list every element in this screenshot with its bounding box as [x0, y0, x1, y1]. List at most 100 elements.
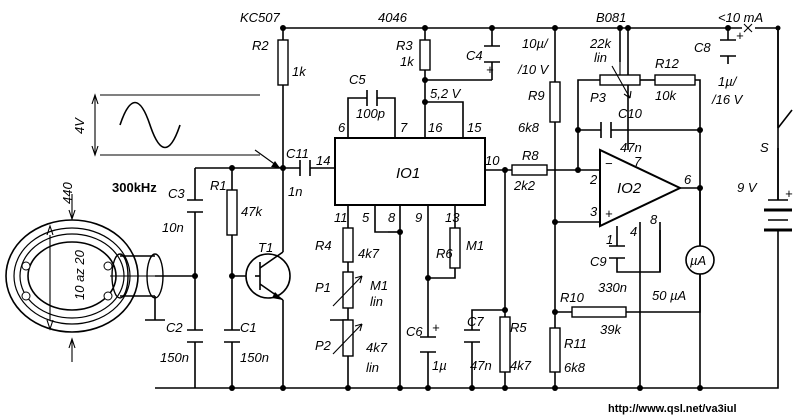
labels: KC507 4046 B081 <10 mA 300kHz 4V 440 10 … — [60, 10, 793, 415]
label-b081: B081 — [596, 10, 626, 25]
c8-value-1: 1µ/ — [718, 74, 738, 89]
r4-ref: R4 — [315, 238, 332, 253]
label-c4-plus: + — [486, 62, 494, 77]
battery-9v — [764, 199, 792, 232]
r2-ref: R2 — [252, 38, 269, 53]
p1-ref: P1 — [315, 280, 331, 295]
r5-ref: R5 — [510, 320, 527, 335]
microammeter — [685, 245, 715, 275]
r3-value: 1k — [400, 54, 415, 69]
r6-ref: R6 — [436, 246, 453, 261]
r11-value: 6k8 — [564, 360, 586, 375]
r1-value: 47k — [241, 204, 263, 219]
r9-value: 6k8 — [518, 120, 540, 135]
label-url: http://www.qsl.net/va3iul — [608, 403, 737, 415]
r8-value: 2k2 — [513, 178, 536, 193]
transistor-t1 — [245, 251, 291, 301]
label-c8-plus: + — [736, 28, 744, 43]
ic2-pin3: 3 — [590, 204, 598, 219]
c3-ref: C3 — [168, 186, 185, 201]
ic1-pin6: 6 — [338, 120, 346, 135]
c1-ref: C1 — [240, 320, 257, 335]
ic1-pin5: 5 — [362, 210, 370, 225]
label-5v2: 5,2 V — [430, 86, 462, 101]
ic1-pin8: 8 — [388, 210, 396, 225]
c4-value-2: /10 V — [517, 62, 550, 77]
p1-value: M1 — [370, 278, 388, 293]
p1-taper: lin — [370, 294, 383, 309]
label-switch: S — [760, 140, 769, 155]
p2-value: 4k7 — [366, 340, 388, 355]
r10-ref: R10 — [560, 290, 585, 305]
c8-ref: C8 — [694, 40, 711, 55]
wiring — [120, 27, 779, 389]
ic1-pin10: 10 — [485, 153, 500, 168]
resistor-r6 — [449, 227, 461, 269]
c11-value: 1n — [288, 184, 302, 199]
capacitors — [187, 39, 736, 353]
r12-ref: R12 — [655, 56, 680, 71]
junctions — [192, 25, 731, 391]
c5-ref: C5 — [349, 72, 366, 87]
c2-ref: C2 — [166, 320, 183, 335]
label-battery-plus: + — [785, 186, 793, 201]
label-battery: 9 V — [737, 180, 758, 195]
p2-taper: lin — [366, 360, 379, 375]
ic1-pin7: 7 — [400, 120, 408, 135]
ic2-pin8: 8 — [650, 212, 658, 227]
ic2-pin4: 4 — [630, 224, 637, 239]
ic2-pin2: 2 — [589, 172, 598, 187]
pot-arrows — [332, 62, 632, 355]
resistor-r8 — [511, 164, 548, 176]
r12-value: 10k — [655, 88, 677, 103]
label-frequency: 300kHz — [112, 180, 157, 195]
ic1-name: IO1 — [396, 165, 420, 182]
r1-ref: R1 — [210, 178, 227, 193]
t1-ref: T1 — [258, 240, 273, 255]
c10-value: 47n — [620, 140, 642, 155]
c7-ref: C7 — [467, 314, 484, 329]
c4-ref: C4 — [466, 48, 483, 63]
resistor-r9 — [549, 81, 561, 123]
label-4046: 4046 — [378, 10, 408, 25]
switch-s — [775, 25, 793, 200]
ic1-pin15: 15 — [467, 120, 482, 135]
r9-ref: R9 — [528, 88, 545, 103]
resistor-r1 — [226, 189, 238, 236]
ic2-name: IO2 — [617, 180, 642, 197]
label-loop-inner: 10 az 20 — [72, 249, 87, 300]
p2-ref: P2 — [315, 338, 332, 353]
p3-taper: lin — [594, 50, 607, 65]
resistor-r3 — [419, 39, 431, 71]
label-ic2-minus: − — [605, 156, 613, 171]
c3-value: 10n — [162, 220, 184, 235]
c8-value-2: /16 V — [711, 92, 744, 107]
c1-value: 150n — [240, 350, 269, 365]
ic1-pin11: 11 — [334, 210, 348, 225]
ic1-pin16: 16 — [428, 120, 443, 135]
c4-value-1: 10µ/ — [522, 36, 549, 51]
resistor-r12 — [654, 74, 696, 86]
r10-value: 39k — [600, 322, 622, 337]
r4-value: 4k7 — [358, 246, 380, 261]
label-c6-plus: + — [432, 320, 440, 335]
search-coil-loop — [5, 194, 178, 362]
resistor-r11 — [549, 327, 561, 373]
ic1-pin14: 14 — [316, 153, 330, 168]
r8-ref: R8 — [522, 148, 539, 163]
r5-value: 4k7 — [510, 358, 532, 373]
ic2-pin1: 1 — [606, 232, 613, 247]
p3-value: 22k — [589, 36, 612, 51]
r3-ref: R3 — [396, 38, 413, 53]
c9-value: 330n — [598, 280, 627, 295]
ic2-pin6: 6 — [684, 172, 692, 187]
ic1-pin13: 13 — [445, 210, 460, 225]
label-current: <10 mA — [718, 10, 763, 25]
meter-value: 50 µA — [652, 288, 686, 303]
c7-value: 47n — [470, 358, 492, 373]
ic2-body — [599, 148, 683, 228]
c6-value: 1µ — [432, 358, 447, 373]
c11-ref: C11 — [286, 146, 309, 161]
ic1-body — [334, 137, 486, 206]
